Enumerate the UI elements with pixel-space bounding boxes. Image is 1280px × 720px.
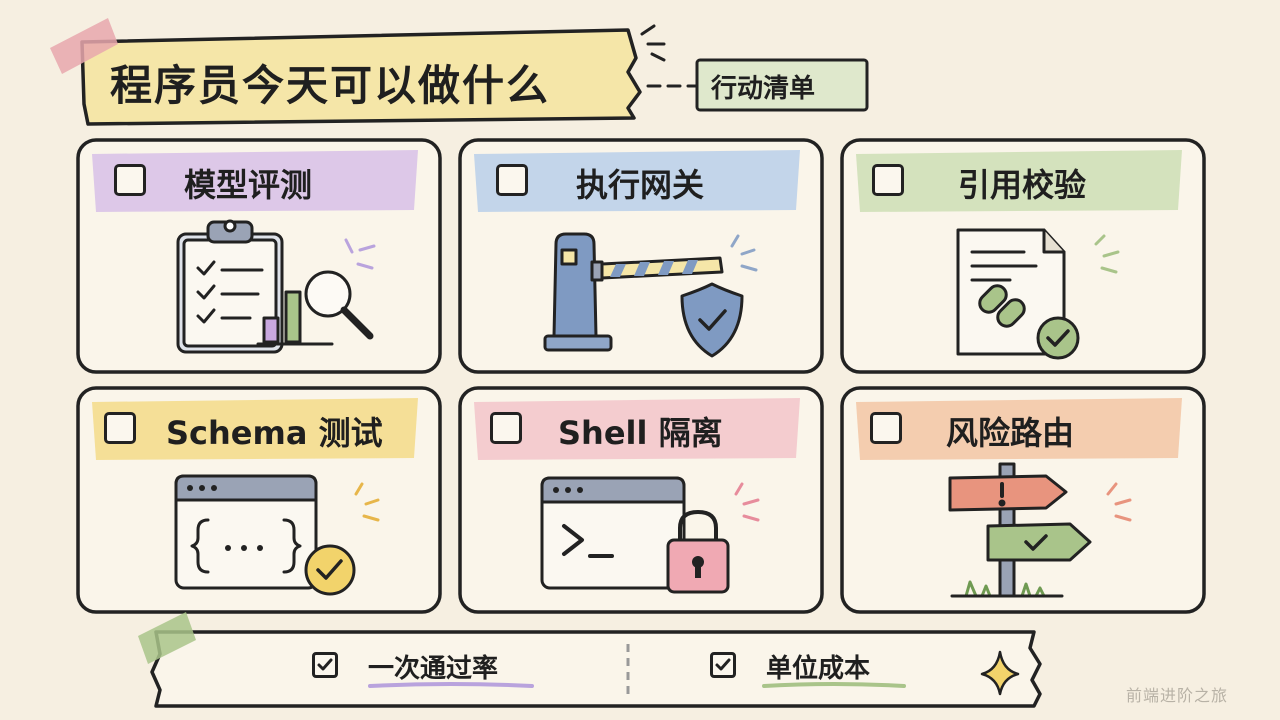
- check-icon: [715, 658, 731, 671]
- page-title: 程序员今天可以做什么: [110, 61, 551, 110]
- clipboard-magnifier-icon: [176, 219, 376, 354]
- card-label: 模型评测: [184, 166, 313, 204]
- card-execution-gateway[interactable]: 执行网关: [460, 140, 822, 372]
- title-connector: [640, 24, 698, 88]
- card-label: 执行网关: [576, 166, 705, 204]
- sparkle-icon: [980, 650, 1020, 696]
- check-icon: [317, 658, 333, 671]
- card-highlights: [92, 150, 1182, 460]
- document-link-check-icon: [956, 228, 1120, 360]
- terminal-lock-icon: [540, 476, 760, 594]
- checkbox[interactable]: [490, 412, 522, 444]
- checkbox-checked[interactable]: [312, 652, 338, 678]
- metric-label: 一次通过率: [368, 654, 499, 684]
- card-risk-routing[interactable]: 风险路由: [842, 388, 1204, 612]
- code-window-check-icon: [174, 474, 380, 596]
- watermark: 前端进阶之旅: [1126, 686, 1229, 705]
- card-label: 引用校验: [958, 166, 1087, 204]
- card-label: Schema 测试: [166, 414, 383, 452]
- card-schema-test[interactable]: Schema 测试: [78, 388, 440, 612]
- barrier-gate-shield-icon: [543, 232, 758, 358]
- card-citation-check[interactable]: 引用校验: [842, 140, 1204, 372]
- card-model-eval[interactable]: 模型评测: [78, 140, 440, 372]
- checkbox[interactable]: [870, 412, 902, 444]
- signpost-icon: [948, 462, 1132, 598]
- checkbox[interactable]: [496, 164, 528, 196]
- card-label: 风险路由: [946, 414, 1075, 452]
- subtitle-box: [695, 58, 869, 112]
- card-shell-isolation[interactable]: Shell 隔离: [460, 388, 822, 612]
- checkbox-checked[interactable]: [710, 652, 736, 678]
- checkbox[interactable]: [872, 164, 904, 196]
- tape-decoration-green: [138, 612, 196, 664]
- tape-decoration: [50, 18, 118, 74]
- title-banner: [50, 18, 642, 126]
- page-subtitle: 行动清单: [711, 74, 816, 104]
- metrics-banner: [138, 612, 1042, 708]
- checkbox[interactable]: [104, 412, 136, 444]
- checkbox[interactable]: [114, 164, 146, 196]
- metric-label: 单位成本: [766, 654, 871, 684]
- card-label: Shell 隔离: [558, 414, 723, 452]
